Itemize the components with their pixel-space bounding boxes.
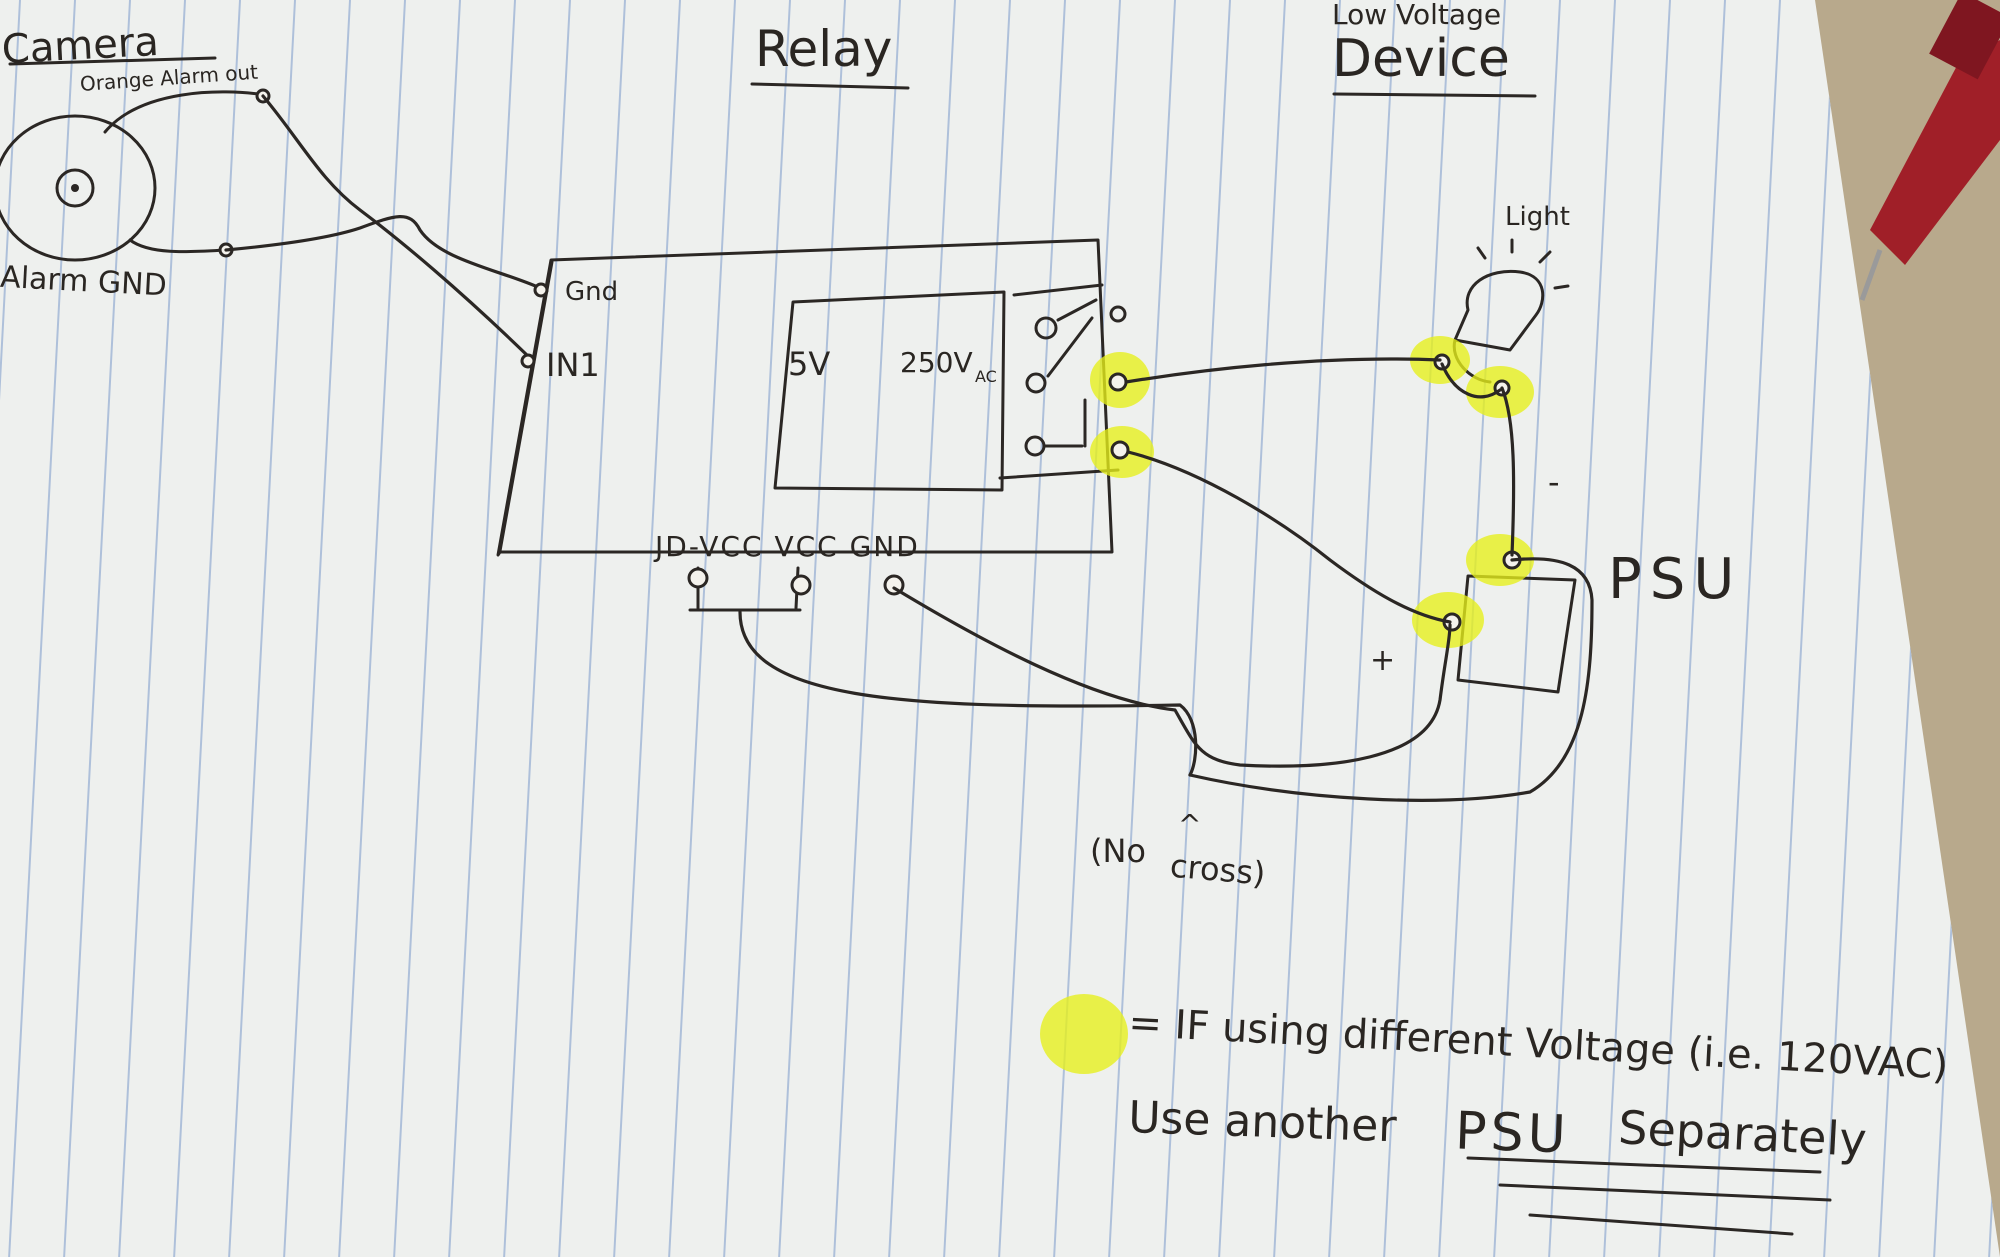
wire-alarm-gnd-to-gnd (224, 215, 542, 290)
device-title-underline (1332, 92, 1537, 98)
relay-pin-in1-label: IN1 (546, 346, 600, 384)
device-title: Device (1332, 29, 1510, 89)
wire-psu-neg-loop (1188, 557, 1594, 802)
legend-underline-2 (1498, 1183, 1832, 1202)
relay-contact-label: 250V (900, 346, 973, 379)
note-no-cross-word: cross) (1169, 847, 1267, 893)
camera-title-underline (8, 56, 217, 66)
jdvcc-terminal (687, 567, 709, 589)
wire-light-hook (1440, 362, 1502, 399)
device-title-small: Low Voltage (1332, 0, 1501, 31)
relay-gnd-terminal (533, 282, 549, 298)
relay-module (773, 290, 1006, 492)
hl-psu-neg (1466, 534, 1534, 586)
relay-board-left-edge (498, 260, 554, 553)
relay-bottom-pins-label: JD-VCC VCC GND (653, 530, 920, 563)
relay-no-terminal (1110, 440, 1130, 460)
relay-com-terminal (1108, 372, 1128, 392)
legend-underline-1 (1466, 1156, 1822, 1174)
relay-pin-gnd-label: Gnd (565, 277, 618, 307)
relay-in1-terminal (520, 353, 536, 369)
legend-line-2-c: Separately (1617, 1100, 1868, 1167)
light-label: Light (1505, 202, 1570, 232)
psu-minus: - (1548, 463, 1560, 501)
note-no-cross-caret: ^ (1178, 808, 1201, 841)
wire-no-to-psu-pos (1126, 450, 1452, 624)
relay-title: Relay (755, 20, 892, 78)
wire-alarm-out-to-in1 (261, 94, 532, 360)
camera-icon (0, 90, 267, 262)
probe-icon (1859, 0, 2000, 301)
relay-title-underline (750, 82, 910, 90)
relay-contact-sub: AC (975, 367, 997, 386)
psu-plus: + (1370, 643, 1395, 678)
wire-light-to-psu-neg (1500, 386, 1516, 557)
relay-switch-icon (998, 283, 1127, 480)
note-no-cross-open: (No (1090, 832, 1146, 870)
legend-underline-3 (1528, 1213, 1794, 1236)
vcc-terminal (790, 574, 812, 596)
wire-vcc-to-psu-pos (738, 610, 1198, 777)
legend-line-2-a: Use another (1127, 1092, 1398, 1152)
relay-coil-label: 5V (788, 345, 830, 383)
wire-gnd-to-psu-pos (892, 586, 1452, 768)
psu-label: PSU (1608, 547, 1742, 612)
camera-alarm-gnd-label: Alarm GND (0, 260, 168, 304)
wire-com-to-light (1124, 357, 1442, 384)
legend-line-2-b: PSU (1454, 1101, 1570, 1165)
legend-highlight-swatch (1040, 994, 1128, 1074)
